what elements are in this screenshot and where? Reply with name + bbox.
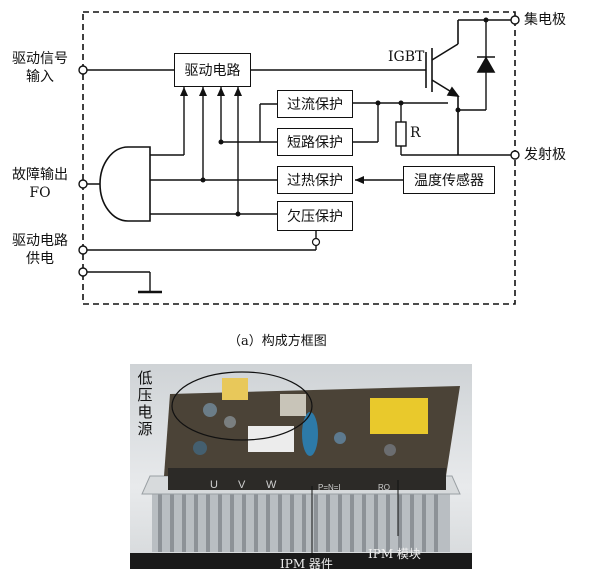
figure-caption: （a）构成方框图 (228, 334, 327, 349)
overheat-protection-block: 过热保护 (277, 166, 353, 194)
resistor-label: R (410, 125, 421, 141)
low-voltage-supply-label: 低 压 电 源 (136, 370, 154, 438)
module-mark-ro: RO (378, 483, 390, 492)
label-char: 压 (137, 386, 153, 404)
terminal-emitter (510, 150, 520, 160)
photo-drawing (130, 371, 472, 569)
ipm-module-label: IPM 模块 (368, 547, 421, 561)
label-line: 驱动电路 (12, 233, 68, 249)
igbt-symbol (425, 20, 460, 155)
terminal-ground (78, 267, 88, 277)
terminal-collector (510, 15, 520, 25)
resistor-r (395, 121, 407, 147)
module-mark-u: U (210, 479, 218, 491)
ipm-device-label: IPM 器件 (280, 557, 333, 569)
label-char: 源 (137, 420, 153, 438)
module-mark-w: W (266, 479, 277, 491)
ipm-enclosure (82, 11, 516, 305)
ipm-module-photo: 低 压 电 源 U V W P=N=I RO IPM 模块 IPM 器件 (130, 364, 472, 569)
undervoltage-protection-block: 欠压保护 (277, 201, 353, 231)
overcurrent-protection-block: 过流保护 (277, 90, 353, 118)
fault-output-label: 故障输出 FO (12, 166, 68, 202)
diode-symbol (476, 56, 496, 73)
terminal-drive-power (78, 245, 88, 255)
short-circuit-protection-block: 短路保护 (277, 128, 353, 156)
label-line: FO (29, 185, 51, 201)
label-char: 低 (137, 369, 153, 387)
module-mark-v: V (238, 479, 246, 491)
label-line: 输入 (26, 69, 54, 85)
and-gate-symbol (99, 146, 151, 222)
drive-circuit-block: 驱动电路 (174, 53, 251, 87)
label-char: 电 (137, 403, 153, 421)
terminal-fault-output (78, 179, 88, 189)
terminal-drive-input (78, 65, 88, 75)
emitter-label: 发射极 (524, 147, 566, 163)
label-line: 供电 (26, 251, 54, 267)
temperature-sensor-block: 温度传感器 (403, 166, 495, 194)
ipm-block-diagram (78, 11, 520, 305)
igbt-label: IGBT (388, 49, 425, 65)
module-mark-pni: P=N=I (318, 483, 341, 492)
drive-power-label: 驱动电路 供电 (12, 232, 68, 268)
drive-signal-input-label: 驱动信号 输入 (12, 50, 68, 86)
label-line: 故障输出 (12, 167, 68, 183)
label-line: 驱动信号 (12, 51, 68, 67)
collector-label: 集电极 (524, 12, 566, 28)
